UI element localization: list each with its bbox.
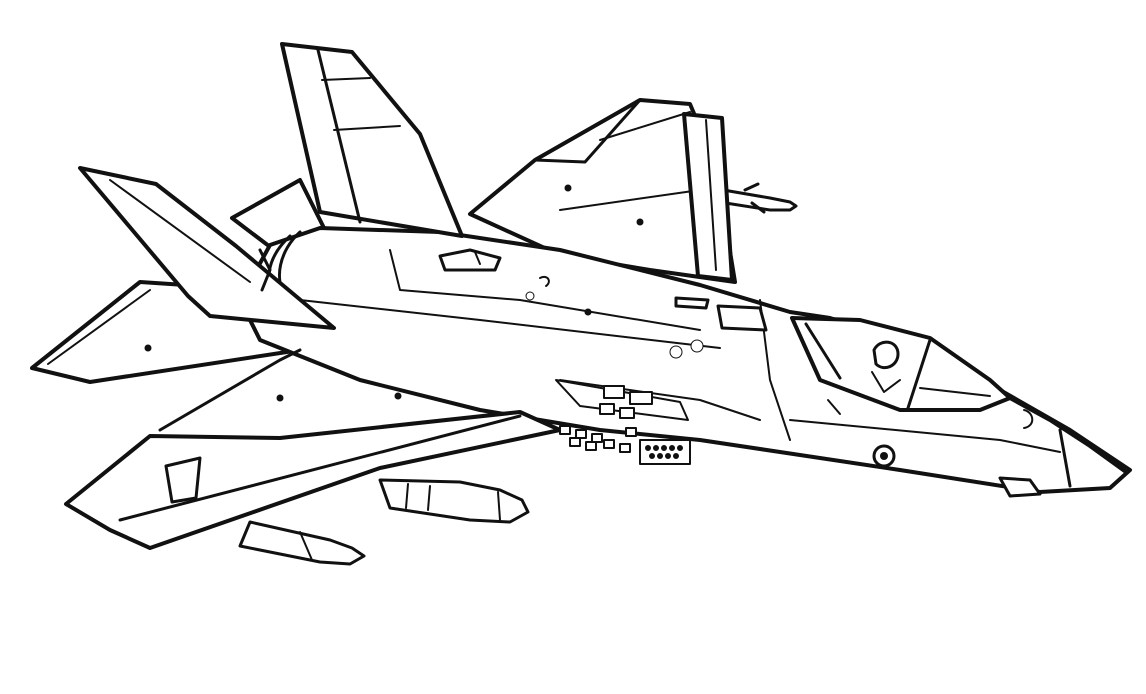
right-vertical-tail [682, 112, 734, 282]
roundel-insignia [872, 444, 896, 468]
pilot-helmet [872, 340, 900, 370]
main-left-wing [64, 410, 562, 550]
left-stabilizer-front [78, 166, 336, 330]
nose-cone [1008, 396, 1128, 474]
lower-missile [238, 520, 366, 566]
external-pod [378, 478, 530, 524]
weapon-bay-panels [555, 379, 691, 465]
fuselage [238, 226, 1132, 494]
